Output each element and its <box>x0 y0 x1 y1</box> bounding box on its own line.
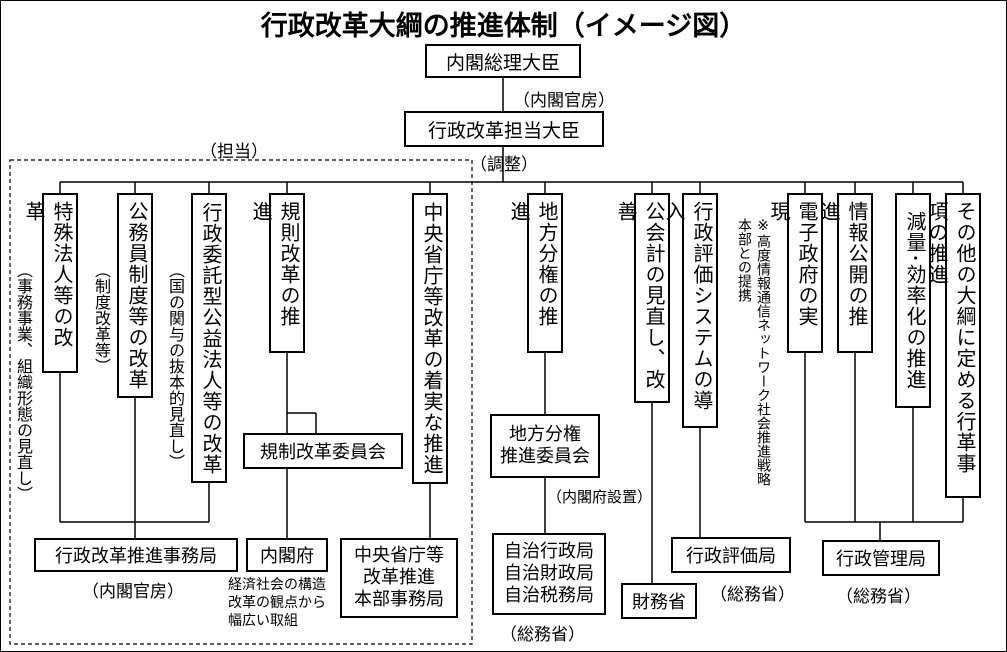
item-genryo: 減量･効率化の推進 <box>895 193 931 408</box>
jichi-line1: 自治行政局 <box>504 541 594 562</box>
naikakufu-note-line2: 改革の観点から <box>228 595 326 611</box>
item-komuin: 公務員制度等の改革 <box>117 193 153 398</box>
diagram-title: 行政改革大綱の推進体制（イメージ図） <box>260 11 747 42</box>
annotation-it-strategy: ※高度情報通信ネットワーク社会推進戦略本部との提携 <box>736 218 771 486</box>
chiho-committee-box: 地方分権 推進委員会 <box>490 414 600 478</box>
item-chiho: 地方分権の推進 <box>507 193 563 353</box>
responsibility-label: （担当） <box>200 142 268 162</box>
kanri-bureau-box: 行政管理局 <box>822 540 940 576</box>
chuo-honbu-line3: 本部事務局 <box>354 589 444 610</box>
jichi-line3: 自治税務局 <box>504 585 594 606</box>
item-kisei: 規則改革の推進 <box>249 193 305 353</box>
hyoka-bureau-box: 行政評価局 <box>671 537 791 573</box>
naikakufu-note-line3: 幅広い取組 <box>228 613 298 629</box>
zaimu-box: 財務省 <box>621 583 697 619</box>
annotation-tokushu: （事務事業、組織形態の見直し） <box>14 262 33 502</box>
chiho-committee-line2: 推進委員会 <box>500 446 590 467</box>
item-sonota: その他の大綱に定める行革事項の推進 <box>925 193 981 498</box>
kisei-committee-box: 規制改革委員会 <box>243 433 403 469</box>
item-denshi: 電子政府の実現 <box>767 193 823 353</box>
item-tokushu: 特殊法人等の改革 <box>22 193 78 373</box>
annotation-komuin: （制度改革等） <box>92 262 111 374</box>
hyoka-bureau-org: （総務省） <box>710 585 795 605</box>
annotation-koeki: （国の関与の抜本的見直し） <box>166 262 185 470</box>
chiho-committee-note: （内閣府設置） <box>547 488 653 506</box>
naikakufu-note: 経済社会の構造 改革の観点から 幅広い取組 <box>228 576 326 630</box>
item-chuo: 中央省庁等改革の着実な推進 <box>412 193 448 484</box>
chiho-committee-line1: 地方分権 <box>509 424 581 445</box>
gyokaku-bureau-org: （内閣官房） <box>82 582 184 602</box>
naikakufu-box: 内閣府 <box>246 538 328 572</box>
naikakufu-note-line1: 経済社会の構造 <box>228 577 326 593</box>
jichi-bureaus-box: 自治行政局 自治財政局 自治税務局 <box>492 533 606 615</box>
chuo-honbu-line1: 中央省庁等 <box>354 545 444 566</box>
item-joho: 情報公開の推進 <box>817 193 873 353</box>
jichi-line2: 自治財政局 <box>504 563 594 584</box>
gyokaku-bureau-box: 行政改革推進事務局 <box>34 538 238 572</box>
minister-box: 行政改革担当大臣 <box>404 111 604 147</box>
cabinet-secretariat-label: （内閣官房） <box>513 91 615 111</box>
prime-minister-box: 内閣総理大臣 <box>425 44 581 78</box>
chuo-honbu-line2: 改革推進 <box>363 567 435 588</box>
item-kaikei: 公会計の見直し、改善 <box>614 193 670 403</box>
kanri-bureau-org: （総務省） <box>836 587 921 607</box>
item-koeki: 行政委託型公益法人等の改革 <box>191 193 227 483</box>
chuo-honbu-box: 中央省庁等 改革推進 本部事務局 <box>340 538 458 618</box>
jichi-org: （総務省） <box>500 625 585 645</box>
coordination-label: （調整） <box>470 155 538 175</box>
item-hyoka: 行政評価システムの導入 <box>662 193 718 428</box>
